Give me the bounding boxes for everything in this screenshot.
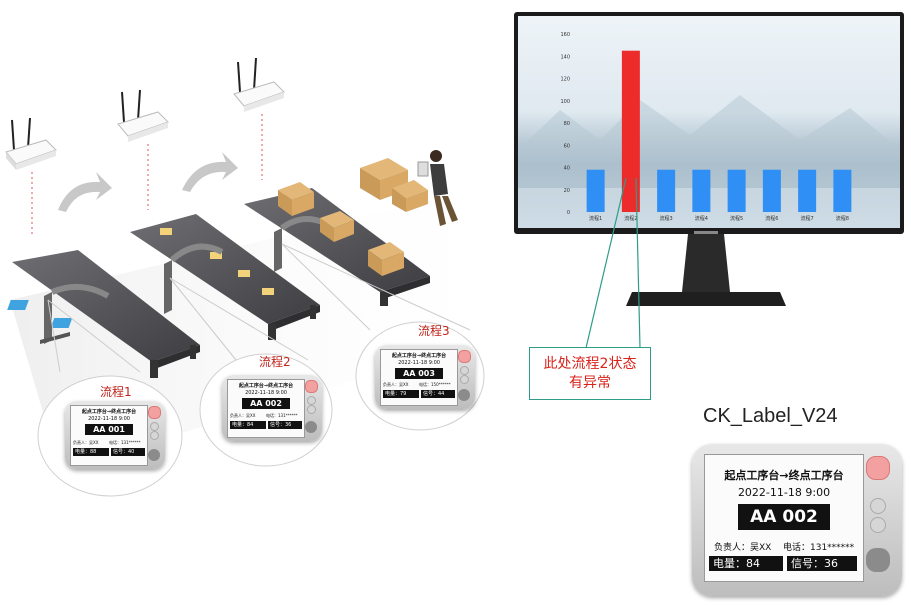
datetime-text: 2022-11-18 9:00	[381, 360, 457, 366]
button-icon	[460, 366, 469, 375]
route-text: 起点工序台→终点工序台	[228, 382, 304, 389]
y-tick-label: 140	[560, 54, 570, 60]
main-button	[866, 548, 890, 572]
y-tick-label: 80	[564, 121, 570, 127]
callout-line-2: 有异常	[530, 374, 650, 393]
bar-流程4	[692, 170, 710, 212]
battery-bar: 电量：79	[383, 390, 419, 398]
callout-line-1: 此处流程2状态	[530, 355, 650, 374]
code-display: AA 002	[738, 504, 830, 530]
led-indicator	[148, 406, 161, 419]
owner-text: 负责人：吴XX	[383, 382, 408, 388]
bar-流程1	[587, 170, 605, 212]
code-display: AA 002	[242, 398, 290, 409]
signal-bar: 信号：36	[268, 421, 302, 429]
flow-label-2: 流程2	[259, 353, 291, 370]
main-button	[148, 449, 160, 461]
y-tick-label: 160	[560, 32, 570, 38]
owner-text: 负责人：吴XX	[714, 540, 771, 553]
wifi-router-icon	[234, 58, 284, 180]
led-indicator	[866, 456, 890, 480]
phone-text: 电话：150******	[419, 382, 451, 388]
phone-text: 电话：131******	[266, 413, 298, 419]
led-indicator	[305, 380, 318, 393]
eink-label-2: 起点工序台→终点工序台 2022-11-18 9:00 AA 002 负责人：吴…	[222, 375, 322, 441]
anomaly-callout: 此处流程2状态 有异常	[529, 347, 651, 400]
monitor-icon	[514, 12, 904, 306]
x-tick-label: 流程6	[765, 215, 778, 222]
bar-流程3	[657, 170, 675, 212]
eink-label-large: 起点工序台→终点工序台 2022-11-18 9:00 AA 002 负责人：吴…	[692, 444, 902, 596]
eink-label-1: 起点工序台→终点工序台 2022-11-18 9:00 AA 001 负责人：吴…	[65, 401, 165, 469]
code-display: AA 003	[395, 368, 443, 379]
wifi-router-icon	[6, 118, 56, 235]
datetime-text: 2022-11-18 9:00	[705, 486, 863, 499]
phone-text: 电话：131******	[783, 540, 854, 553]
battery-bar: 电量：84	[230, 421, 266, 429]
button-icon	[150, 431, 159, 440]
flow-label-3: 流程3	[418, 322, 450, 339]
phone-text: 电话：131******	[109, 440, 141, 446]
arrow-icon	[58, 172, 112, 212]
main-button	[305, 421, 317, 433]
bar-流程6	[763, 170, 781, 212]
route-text: 起点工序台→终点工序台	[381, 352, 457, 359]
x-tick-label: 流程1	[589, 215, 602, 222]
battery-bar: 电量：84	[709, 556, 783, 571]
arrow-icon	[182, 152, 238, 192]
x-tick-label: 流程5	[730, 215, 743, 222]
x-tick-label: 流程3	[660, 215, 673, 222]
flow-label-1: 流程1	[100, 383, 132, 400]
eink-label-3: 起点工序台→终点工序台 2022-11-18 9:00 AA 003 负责人：吴…	[375, 345, 475, 409]
battery-bar: 电量：88	[73, 448, 109, 456]
y-tick-label: 60	[564, 143, 570, 149]
route-text: 起点工序台→终点工序台	[71, 408, 147, 415]
button-icon	[307, 396, 316, 405]
bar-流程8	[833, 170, 851, 212]
button-icon	[870, 517, 886, 533]
led-indicator	[458, 350, 471, 363]
button-icon	[150, 422, 159, 431]
signal-bar: 信号：44	[421, 390, 455, 398]
x-tick-label: 流程2	[624, 215, 637, 222]
signal-bar: 信号：36	[787, 556, 857, 571]
y-tick-label: 120	[560, 77, 570, 83]
datetime-text: 2022-11-18 9:00	[71, 416, 147, 422]
button-icon	[870, 498, 886, 514]
button-icon	[460, 375, 469, 384]
code-display: AA 001	[85, 424, 133, 435]
x-tick-label: 流程8	[836, 215, 849, 222]
bar-流程7	[798, 170, 816, 212]
y-tick-label: 0	[567, 210, 570, 216]
x-tick-label: 流程7	[801, 215, 814, 222]
owner-text: 负责人：吴XX	[73, 440, 98, 446]
route-text: 起点工序台→终点工序台	[705, 467, 863, 483]
main-button	[458, 389, 470, 401]
wifi-router-icon	[118, 90, 168, 210]
bar-流程2	[622, 51, 640, 212]
signal-bar: 信号：40	[111, 448, 145, 456]
y-tick-label: 40	[564, 166, 570, 172]
datetime-text: 2022-11-18 9:00	[228, 390, 304, 396]
bar-流程5	[728, 170, 746, 212]
owner-text: 负责人：吴XX	[230, 413, 255, 419]
x-tick-label: 流程4	[695, 215, 708, 222]
y-tick-label: 20	[564, 188, 570, 194]
device-model-title: CK_Label_V24	[703, 405, 838, 428]
y-tick-label: 100	[560, 99, 570, 105]
button-icon	[307, 405, 316, 414]
